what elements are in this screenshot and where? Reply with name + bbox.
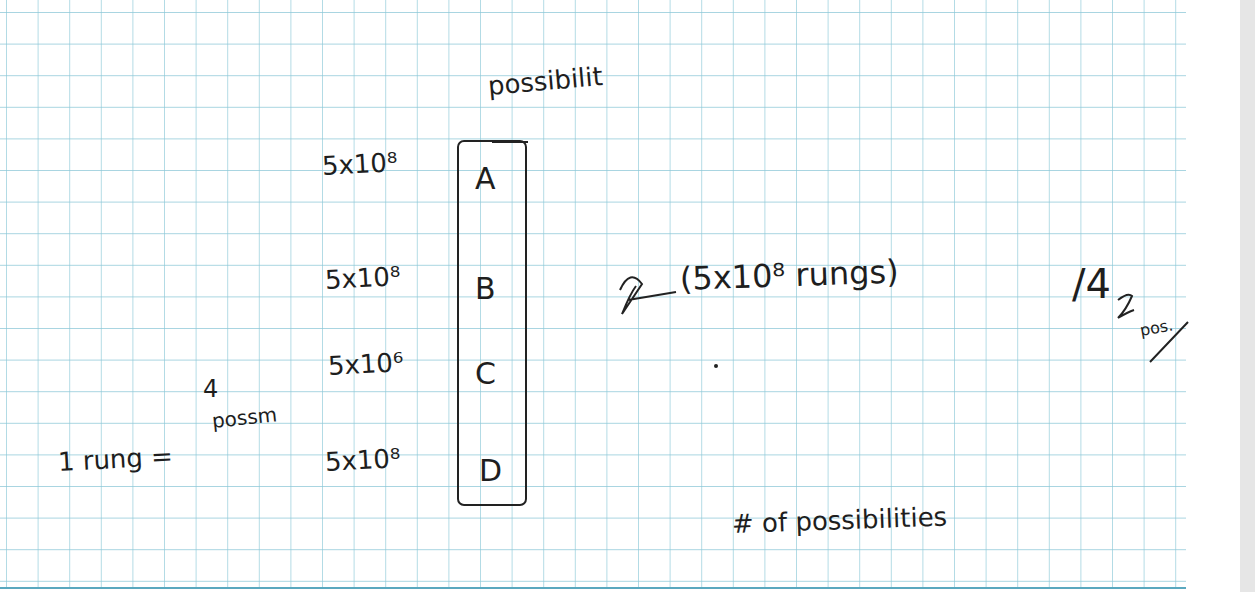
value-label: 5x10⁸ bbox=[324, 262, 401, 295]
box-letter: A bbox=[475, 162, 496, 195]
box-letter: B bbox=[475, 272, 496, 305]
formula-note: (5x10⁸ rungs) bbox=[679, 254, 899, 297]
box-letter: C bbox=[475, 357, 496, 390]
note: 1 rung = bbox=[57, 442, 173, 477]
value-label: 5x10⁶ bbox=[327, 348, 404, 381]
note: 4 bbox=[203, 376, 218, 402]
value-label: 5x10⁸ bbox=[321, 148, 398, 181]
possibility-box: A B C D bbox=[457, 140, 527, 506]
value-label: 5x10⁸ bbox=[324, 444, 401, 477]
box-letter: D bbox=[479, 454, 502, 487]
formula-note: /4 bbox=[1072, 262, 1111, 306]
